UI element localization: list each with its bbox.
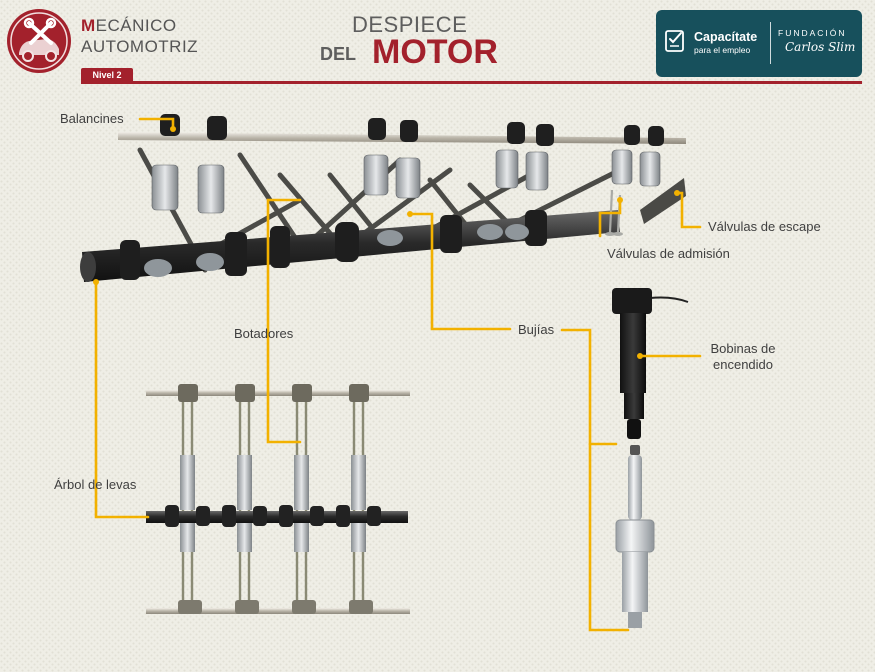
label-valvulas-admision: Válvulas de admisión: [607, 246, 730, 261]
page-title-main: MOTOR: [372, 33, 498, 71]
rocker-shaft-assembly: [80, 114, 686, 282]
label-bobinas-line2: encendido: [713, 357, 773, 372]
foundation-name: Carlos Slim: [785, 40, 856, 54]
brand-title: MECÁNICO: [81, 16, 177, 36]
car-wrench-icon: [10, 12, 68, 70]
label-bobinas-line1: Bobinas de: [710, 341, 776, 356]
leader-lines: [94, 117, 702, 632]
brand-subtitle: AUTOMOTRIZ: [81, 37, 199, 56]
brand-title-rest: ECÁNICO: [95, 16, 177, 35]
spark-plug: [615, 445, 655, 628]
level-badge: Nivel 2: [81, 68, 133, 82]
foundation-label: FUNDACIÓN: [778, 28, 847, 38]
label-arbol-levas: Árbol de levas: [54, 477, 137, 492]
label-bobinas: Bobinas de encendido: [704, 341, 782, 373]
label-botadores: Botadores: [234, 326, 294, 341]
ignition-coil: [612, 288, 689, 439]
sponsor-name: Capacítate: [694, 30, 758, 44]
brand-title-initial: M: [81, 16, 96, 35]
sponsor-divider: [770, 22, 771, 64]
label-valvulas-escape: Válvulas de escape: [708, 219, 821, 234]
label-bujias: Bujías: [518, 322, 555, 337]
sponsor-logo: [656, 10, 862, 77]
checklist-icon: [665, 30, 684, 52]
header-divider: [81, 81, 862, 84]
label-balancines: Balancines: [60, 111, 124, 126]
leader-dots: [93, 126, 680, 359]
page-title-line1: DESPIECE: [352, 12, 468, 37]
sponsor-subtitle: para el empleo: [694, 45, 751, 55]
page-title-prefix: DEL: [320, 44, 356, 64]
camshaft-assembly: [146, 384, 410, 614]
brand-logo: [7, 9, 71, 73]
